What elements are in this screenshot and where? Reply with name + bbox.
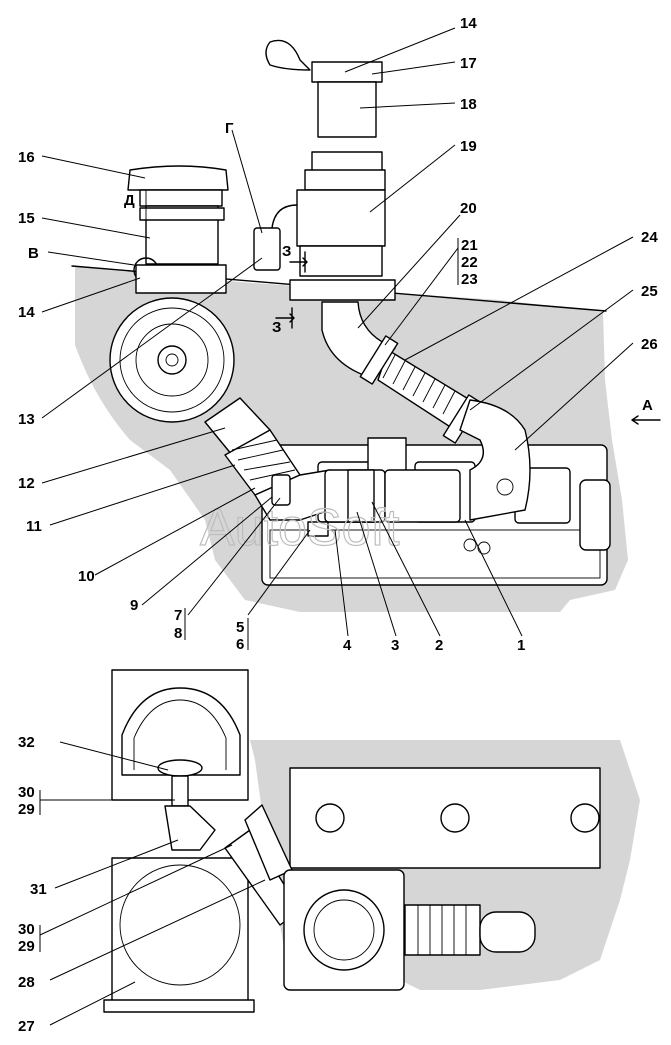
- callout-9: 9: [130, 597, 138, 614]
- intake-clamp: [139, 207, 225, 221]
- sensor-tube: [271, 204, 298, 229]
- callout-25: 25: [641, 283, 658, 300]
- callout-30-lower: 30: [18, 921, 35, 938]
- callout-23: 23: [461, 271, 478, 288]
- elbow-bolt: [496, 478, 514, 496]
- wing-nut-center: [165, 353, 179, 367]
- bottom-view: [103, 669, 640, 1013]
- callout-26: 26: [641, 336, 658, 353]
- callout-28: 28: [18, 974, 35, 991]
- callout-v: В: [28, 245, 39, 262]
- callout-1: 1: [517, 637, 525, 654]
- upper-clamp: [311, 61, 383, 83]
- upper-elbow: [265, 39, 311, 71]
- callout-d: Д: [124, 192, 135, 209]
- bolt-1: [463, 538, 477, 552]
- callout-32: 32: [18, 734, 35, 751]
- callout-z-upper: З: [282, 243, 291, 260]
- port-3: [570, 803, 600, 833]
- callout-22: 22: [461, 254, 478, 271]
- cylinder-head-flange: [269, 529, 601, 579]
- cyclone-neck: [299, 245, 383, 277]
- bowl-housing: [121, 687, 241, 776]
- view-a-label: A: [642, 397, 653, 414]
- callout-20: 20: [460, 200, 477, 217]
- side-pipe: [579, 479, 611, 551]
- callout-30-upper: 30: [18, 784, 35, 801]
- callout-4: 4: [343, 637, 352, 654]
- callout-31: 31: [30, 881, 47, 898]
- port-2: [440, 803, 470, 833]
- callout-5: 5: [236, 619, 244, 636]
- lower-clamp: [304, 169, 386, 191]
- callout-13: 13: [18, 411, 35, 428]
- air-cleaner-27-base: [103, 999, 255, 1013]
- callout-10: 10: [78, 568, 95, 585]
- hose-clamp-22: [359, 335, 399, 385]
- callout-12: 12: [18, 475, 35, 492]
- cyclone-housing: [296, 189, 386, 247]
- bolt-1b: [477, 541, 491, 555]
- callout-g: Г: [225, 120, 234, 137]
- callout-29-upper: 29: [18, 801, 35, 818]
- wing-nut: [157, 345, 187, 375]
- air-cleaner-27-ring: [119, 864, 241, 986]
- cap-band: [139, 189, 223, 207]
- callout-27: 27: [18, 1018, 35, 1035]
- connector-29-30: [171, 775, 189, 807]
- bolt-4: [307, 521, 329, 537]
- air-cleaner-ring-outer: [119, 307, 225, 413]
- callout-8: 8: [174, 625, 182, 642]
- filter-mesh-32: [157, 759, 203, 777]
- callout-17: 17: [460, 55, 477, 72]
- cyclone-flange: [289, 279, 396, 301]
- outlet-cylinder: [479, 911, 536, 953]
- section-arrow-z-upper: [289, 251, 308, 273]
- callout-2: 2: [435, 637, 443, 654]
- temp-sensor-9: [271, 474, 291, 506]
- callout-19: 19: [460, 138, 477, 155]
- manifold-clamp-3: [347, 469, 375, 523]
- hose-lower-end: [311, 151, 383, 173]
- vacuum-indicator: [253, 227, 281, 271]
- callout-24: 24: [641, 229, 658, 246]
- manifold-adapter-2: [384, 469, 461, 523]
- callout-21: 21: [461, 237, 478, 254]
- callout-6: 6: [236, 636, 244, 653]
- corrugated-hose-right: [404, 904, 481, 956]
- callout-16: 16: [18, 149, 35, 166]
- air-cleaner-27: [111, 857, 249, 1009]
- tee-31: [164, 805, 216, 851]
- callout-18: 18: [460, 96, 477, 113]
- callout-14-top: 14: [460, 15, 477, 32]
- bowl-inner: [133, 699, 227, 770]
- upper-hose: [317, 81, 377, 138]
- callout-labels: 14 17 18 19 16 15 Д Г В З З 20 21 22 23 …: [18, 15, 658, 1035]
- view-a-arrow: [631, 415, 661, 425]
- callout-29-lower: 29: [18, 938, 35, 955]
- mounting-bracket: [135, 264, 227, 294]
- port-1: [315, 803, 345, 833]
- flange-opening: [303, 889, 385, 971]
- flange-inner: [313, 899, 375, 961]
- callout-3: 3: [391, 637, 399, 654]
- callout-15: 15: [18, 210, 35, 227]
- callout-7: 7: [174, 607, 182, 624]
- callout-14-mid: 14: [18, 304, 35, 321]
- callout-11: 11: [26, 518, 42, 535]
- leader-lines: [39, 27, 634, 1026]
- section-arrow-z-lower: [275, 307, 295, 329]
- precleaner-cap: [127, 165, 229, 191]
- watermark: AutoSoft: [200, 499, 400, 557]
- top-view: [71, 39, 661, 612]
- callout-z-lower: З: [272, 319, 281, 336]
